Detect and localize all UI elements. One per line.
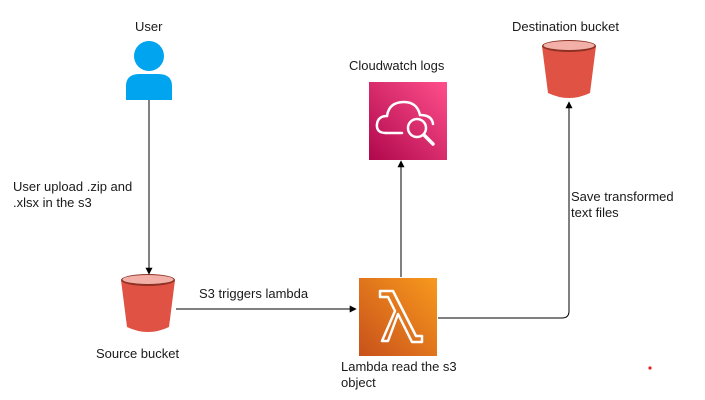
cloudwatch-icon <box>369 82 447 160</box>
lambda-icon <box>359 278 437 356</box>
stray-dot <box>648 366 652 370</box>
edge-lambda-to-destination <box>438 101 573 319</box>
upload-edge-label: User upload .zip and .xlsx in the s3 <box>13 179 133 210</box>
lambda-label: Lambda read the s3 object <box>341 359 457 390</box>
source-bucket-label: Source bucket <box>96 346 180 361</box>
user-label: User <box>135 19 163 34</box>
user-icon <box>126 41 172 100</box>
trigger-edge-label: S3 triggers lambda <box>199 286 309 301</box>
cloudwatch-label: Cloudwatch logs <box>349 58 445 73</box>
s3-bucket-icon <box>542 40 596 98</box>
s3-bucket-icon <box>121 274 175 332</box>
save-edge-label: Save transformed text files <box>571 189 674 220</box>
destination-bucket-label: Destination bucket <box>512 19 619 34</box>
